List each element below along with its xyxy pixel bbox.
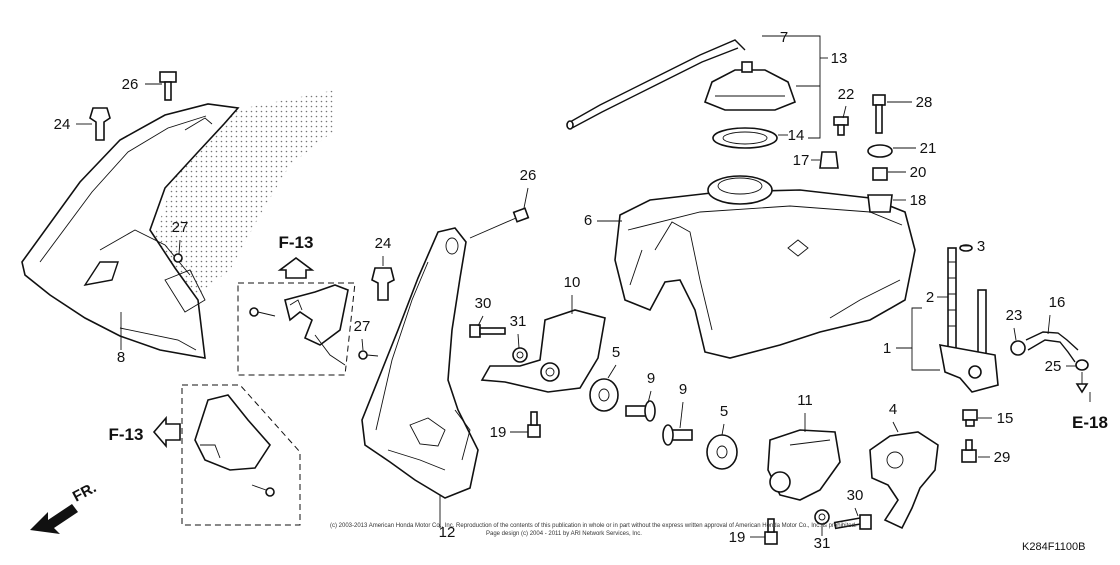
part-number-2: 2	[926, 289, 934, 306]
clip-24-middle	[371, 267, 395, 301]
part-number-28: 28	[916, 94, 933, 111]
part-number-29: 29	[994, 449, 1011, 466]
bolt-28	[872, 94, 886, 134]
fuel-tube	[1025, 331, 1079, 363]
part-number-27: 27	[172, 219, 189, 236]
part-number-23: 23	[1006, 307, 1023, 324]
bolt-19-left	[527, 411, 541, 438]
clip-24-left	[89, 107, 111, 141]
copyright-line-1: (c) 2003-2013 American Honda Motor Co., …	[330, 523, 857, 529]
part-number-15: 15	[997, 410, 1014, 427]
reference-arrow-up	[277, 257, 315, 279]
part-number-19: 19	[490, 424, 507, 441]
part-number-13: 13	[831, 50, 848, 67]
rubber-18	[867, 194, 893, 213]
part-number-31: 31	[510, 313, 527, 330]
part-number-5: 5	[612, 344, 620, 361]
part-number-21: 21	[920, 140, 937, 157]
part-number-3: 3	[977, 238, 985, 255]
collar-17	[819, 151, 839, 169]
collar-9-right	[662, 424, 693, 446]
cap-gasket	[712, 127, 778, 149]
cushion-5-right	[706, 434, 738, 470]
part-number-8: 8	[117, 349, 125, 366]
part-number-25: 25	[1045, 358, 1062, 375]
fuel-tank	[614, 175, 916, 359]
part-number-1: 1	[883, 340, 891, 357]
part-number-22: 22	[838, 86, 855, 103]
reference-arrow-left	[152, 415, 181, 449]
guard-4	[869, 431, 939, 530]
part-number-4: 4	[889, 401, 897, 418]
washer-31-right	[814, 509, 830, 525]
part-number-19: 19	[729, 529, 746, 546]
part-number-27: 27	[354, 318, 371, 335]
collar-9-left	[625, 400, 656, 422]
bolt-30-left	[469, 324, 506, 338]
left-shroud	[21, 103, 240, 359]
bolt-30-right	[833, 514, 872, 530]
part-number-14: 14	[788, 127, 805, 144]
part-number-17: 17	[793, 152, 810, 169]
reference-label-e-18: E-18	[1072, 413, 1108, 432]
part-number-12: 12	[439, 524, 456, 541]
part-number-18: 18	[910, 192, 927, 209]
washer-31-left	[512, 347, 528, 363]
tank-bracket-left	[480, 309, 606, 393]
part-number-30: 30	[847, 487, 864, 504]
leader-lines	[76, 35, 1076, 538]
screw-27-middle	[358, 350, 379, 360]
inset-box-lower	[181, 384, 301, 526]
bolt-26-middle	[469, 207, 530, 239]
part-number-30: 30	[475, 295, 492, 312]
right-shroud	[361, 227, 479, 499]
radiator-stipple	[150, 90, 335, 300]
part-number-9: 9	[679, 381, 687, 398]
part-number-20: 20	[910, 164, 927, 181]
front-direction-arrow	[30, 504, 78, 534]
part-number-16: 16	[1049, 294, 1066, 311]
part-number-24: 24	[375, 235, 392, 252]
cushion-5-left	[589, 378, 619, 412]
front-direction-label: FR.	[70, 479, 99, 505]
fuel-valve	[939, 244, 999, 393]
washer-21	[867, 144, 893, 158]
part-number-9: 9	[647, 370, 655, 387]
clip-25	[1075, 359, 1089, 394]
shroud-bracket	[249, 284, 349, 366]
fuel-cap	[703, 61, 797, 111]
part-number-24: 24	[54, 116, 71, 133]
copyright-line-2: Page design (c) 2004 - 2011 by ARI Netwo…	[486, 531, 642, 537]
part-number-26: 26	[520, 167, 537, 184]
part-number-7: 7	[780, 29, 788, 46]
bolt-29	[961, 439, 977, 463]
screw-27-left	[173, 253, 183, 263]
bolt-22	[833, 116, 849, 136]
tank-bracket-right	[767, 429, 841, 501]
clip-23	[1010, 340, 1026, 356]
diagram-code: K284F1100B	[1022, 541, 1085, 553]
bolt-19-right	[764, 518, 778, 545]
part-number-6: 6	[584, 212, 592, 229]
bolt-15	[962, 409, 978, 427]
part-number-26: 26	[122, 76, 139, 93]
breather-tube	[566, 39, 746, 130]
part-number-11: 11	[797, 392, 813, 409]
bolt-26-left	[159, 71, 177, 101]
reference-label-f-13: F-13	[279, 233, 314, 252]
collar-20	[872, 167, 888, 181]
lower-bracket	[194, 394, 275, 497]
part-number-5: 5	[720, 403, 728, 420]
reference-labels: F-13F-13E-18	[109, 233, 1108, 444]
part-number-10: 10	[564, 274, 581, 291]
part-number-31: 31	[814, 535, 831, 552]
reference-label-f-13: F-13	[109, 425, 144, 444]
